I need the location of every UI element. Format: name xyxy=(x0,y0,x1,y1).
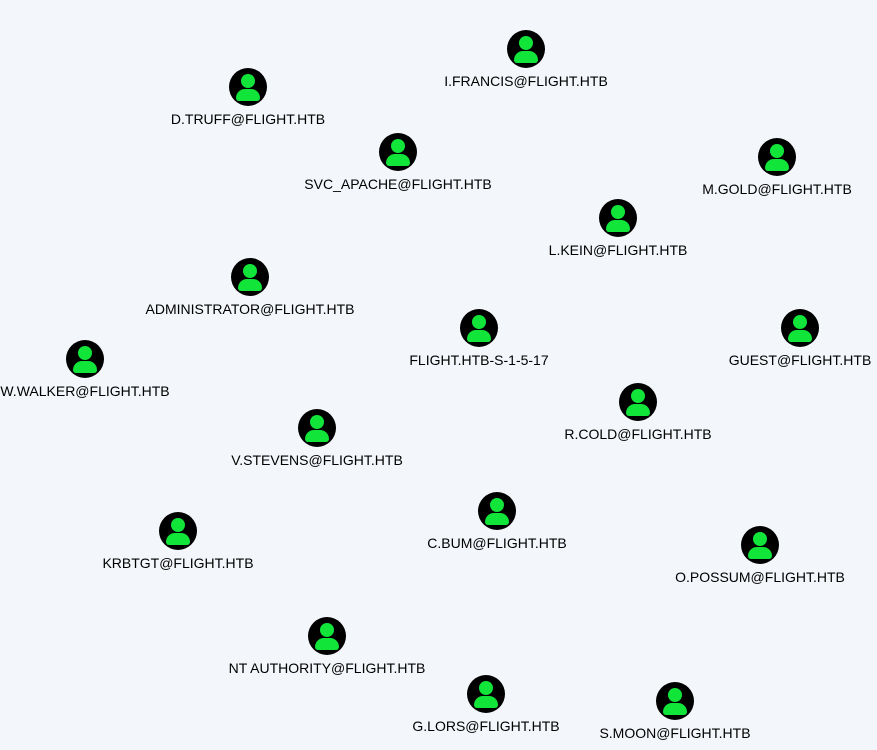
node-label: C.BUM@FLIGHT.HTB xyxy=(427,535,567,551)
user-icon xyxy=(758,138,796,176)
user-icon xyxy=(781,309,819,347)
user-icon xyxy=(298,409,336,447)
node-label: FLIGHT.HTB-S-1-5-17 xyxy=(409,352,549,368)
user-icon xyxy=(159,512,197,550)
user-icon xyxy=(741,526,779,564)
node-label: ADMINISTRATOR@FLIGHT.HTB xyxy=(145,301,355,317)
node-label: M.GOLD@FLIGHT.HTB xyxy=(702,181,852,197)
node-label: O.POSSUM@FLIGHT.HTB xyxy=(675,569,845,585)
user-icon xyxy=(66,340,104,378)
user-icon xyxy=(231,258,269,296)
user-icon xyxy=(619,383,657,421)
node-label: SVC_APACHE@FLIGHT.HTB xyxy=(304,176,492,192)
node-label: W.WALKER@FLIGHT.HTB xyxy=(0,383,170,399)
node-label: R.COLD@FLIGHT.HTB xyxy=(564,426,712,442)
user-icon xyxy=(379,133,417,171)
user-icon xyxy=(460,309,498,347)
node-label: GUEST@FLIGHT.HTB xyxy=(728,352,872,368)
node-label: G.LORS@FLIGHT.HTB xyxy=(412,718,560,734)
user-icon xyxy=(599,199,637,237)
node-label: L.KEIN@FLIGHT.HTB xyxy=(548,242,688,258)
user-icon xyxy=(308,617,346,655)
node-label: I.FRANCIS@FLIGHT.HTB xyxy=(444,73,608,89)
node-label: S.MOON@FLIGHT.HTB xyxy=(599,725,751,741)
node-label: V.STEVENS@FLIGHT.HTB xyxy=(231,452,403,468)
user-icon xyxy=(656,682,694,720)
node-label: D.TRUFF@FLIGHT.HTB xyxy=(170,111,326,127)
user-icon xyxy=(507,30,545,68)
node-label: KRBTGT@FLIGHT.HTB xyxy=(102,555,254,571)
user-icon xyxy=(229,68,267,106)
node-label: NT AUTHORITY@FLIGHT.HTB xyxy=(228,660,426,676)
user-icon xyxy=(467,675,505,713)
user-icon xyxy=(478,492,516,530)
